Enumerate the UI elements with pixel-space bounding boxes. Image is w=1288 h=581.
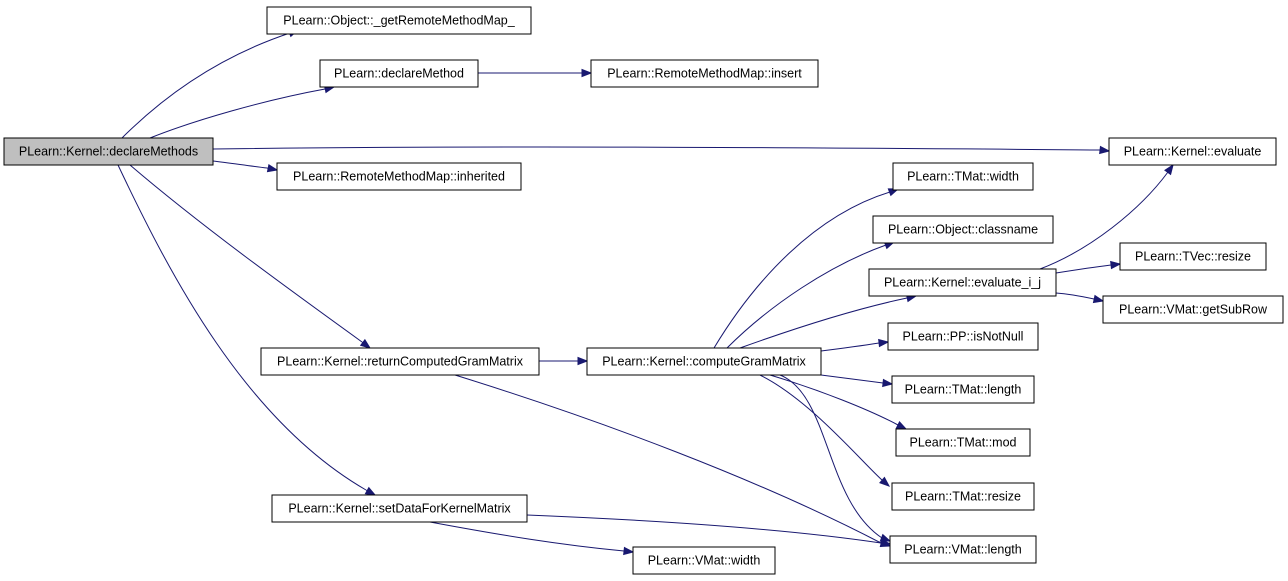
arrowhead [623, 546, 635, 556]
node-label: PLearn::Kernel::evaluate_i_j [884, 276, 1041, 290]
node-label: PLearn::Kernel::computeGramMatrix [602, 355, 806, 369]
edge-declareMethods-to-rmmInherited [212, 160, 279, 173]
edge-line [759, 374, 883, 481]
edge-tail [365, 489, 368, 492]
edge-line [121, 32, 291, 139]
node-return-computed-gram-matrix[interactable]: PLearn::Kernel::returnComputedGramMatrix [260, 347, 540, 376]
node-tmat-resize[interactable]: PLearn::TMat::resize [891, 482, 1035, 511]
edge-line [1039, 171, 1169, 270]
node-remote-method-map-inherited[interactable]: PLearn::RemoteMethodMap::inherited [276, 162, 522, 191]
edge-setDataForKernelMatrix-to-vmatLength [526, 514, 892, 548]
arrowhead [1110, 260, 1122, 270]
edge-line [779, 374, 883, 539]
node-label: PLearn::TMat::width [907, 170, 1019, 184]
edge-computeGramMatrix-to-tmatWidth [713, 188, 900, 349]
edge-declareMethods-to-declareMethod [149, 84, 336, 139]
arrowhead [359, 338, 372, 349]
node-tmat-width[interactable]: PLearn::TMat::width [892, 162, 1034, 191]
edge-line [212, 160, 268, 169]
edge-line [713, 191, 891, 349]
node-label: PLearn::PP::isNotNull [903, 330, 1024, 344]
arrowhead [364, 486, 377, 496]
node-vmat-width[interactable]: PLearn::VMat::width [632, 546, 776, 575]
node-label: PLearn::Kernel::returnComputedGramMatrix [277, 355, 524, 369]
node-pp-is-not-null[interactable]: PLearn::PP::isNotNull [887, 322, 1039, 351]
arrowhead [1164, 163, 1174, 176]
node-vmat-length[interactable]: PLearn::VMat::length [889, 535, 1037, 564]
arrowhead [878, 338, 890, 348]
node-vmat-get-sub-row[interactable]: PLearn::VMat::getSubRow [1102, 295, 1284, 324]
node-label: PLearn::VMat::getSubRow [1119, 303, 1268, 317]
edge-line [117, 164, 367, 491]
edge-evaluateIJ-to-kernelEvaluate [1039, 163, 1174, 270]
edge-line [454, 374, 882, 544]
edge-line [726, 244, 887, 349]
node-declare-methods[interactable]: PLearn::Kernel::declareMethods [3, 137, 214, 166]
arrowhead [882, 378, 894, 388]
node-get-remote-method-map[interactable]: PLearn::Object::_getRemoteMethodMap_ [266, 6, 532, 35]
arrowhead [266, 163, 279, 173]
edge-returnComputedGramMatrix-to-computeGramMatrix [539, 356, 589, 366]
edge-line [769, 374, 899, 426]
node-label: PLearn::Object::classname [888, 223, 1038, 237]
node-declare-method[interactable]: PLearn::declareMethod [319, 59, 479, 88]
edge-computeGramMatrix-to-vmatLength [779, 374, 892, 542]
node-label: PLearn::TVec::resize [1135, 250, 1251, 264]
edge-declareMethods-to-kernelEvaluate [212, 145, 1111, 155]
edge-line [739, 297, 908, 349]
node-label: PLearn::Object::_getRemoteMethodMap_ [283, 14, 515, 28]
node-tmat-mod[interactable]: PLearn::TMat::mod [895, 428, 1031, 457]
edge-declareMethod-to-rmmInsert [478, 68, 593, 78]
node-label: PLearn::Kernel::setDataForKernelMatrix [288, 502, 511, 516]
node-label: PLearn::VMat::width [648, 554, 761, 568]
node-tmat-length[interactable]: PLearn::TMat::length [891, 375, 1035, 404]
node-set-data-for-kernel-matrix[interactable]: PLearn::Kernel::setDataForKernelMatrix [271, 494, 528, 523]
edge-evaluateIJ-to-vmatGetSubRow [1055, 292, 1105, 304]
edge-computeGramMatrix-to-tmatLength [820, 374, 894, 388]
node-evaluate-i-j[interactable]: PLearn::Kernel::evaluate_i_j [868, 268, 1057, 297]
node-label: PLearn::TMat::resize [905, 490, 1021, 504]
edge-line [820, 374, 884, 384]
edge-line [429, 521, 625, 552]
node-object-classname[interactable]: PLearn::Object::classname [872, 215, 1054, 244]
edge-line [212, 146, 1101, 151]
edge-line [1055, 292, 1095, 300]
node-label: PLearn::RemoteMethodMap::insert [607, 67, 802, 81]
node-label: PLearn::VMat::length [904, 543, 1021, 557]
edge-computeGramMatrix-to-ppIsNotNull [820, 338, 890, 352]
edge-line [526, 514, 882, 544]
node-label: PLearn::Kernel::evaluate [1124, 145, 1262, 159]
edge-setDataForKernelMatrix-to-vmatWidth [429, 521, 635, 556]
node-label: PLearn::declareMethod [334, 67, 464, 81]
edge-declareMethods-to-setDataForKernelMatrix [117, 164, 377, 496]
call-edges [117, 29, 1174, 556]
edge-evaluateIJ-to-tvecResize [1055, 260, 1122, 274]
node-label: PLearn::TMat::mod [910, 436, 1017, 450]
node-label: PLearn::Kernel::declareMethods [19, 145, 198, 159]
edge-declareMethods-to-getRemoteMethodMap [121, 29, 300, 139]
edge-line [1055, 264, 1112, 274]
edge-computeGramMatrix-to-tmatResize [759, 374, 891, 487]
node-label: PLearn::RemoteMethodMap::inherited [293, 170, 505, 184]
edge-declareMethods-to-returnComputedGramMatrix [129, 164, 372, 349]
edge-line [820, 342, 880, 352]
arrowhead [895, 420, 908, 430]
node-compute-gram-matrix[interactable]: PLearn::Kernel::computeGramMatrix [586, 347, 822, 376]
arrowhead [581, 68, 593, 78]
arrowhead [1099, 145, 1111, 155]
edge-line [149, 88, 326, 139]
arrowhead [577, 356, 589, 366]
edge-line [129, 164, 363, 343]
node-remote-method-map-insert[interactable]: PLearn::RemoteMethodMap::insert [590, 59, 819, 88]
node-kernel-evaluate[interactable]: PLearn::Kernel::evaluate [1108, 137, 1277, 166]
call-nodes: PLearn::Kernel::declareMethods PLearn::O… [3, 6, 1284, 575]
node-label: PLearn::TMat::length [905, 383, 1022, 397]
edge-tail [361, 341, 364, 344]
node-tvec-resize[interactable]: PLearn::TVec::resize [1119, 242, 1267, 271]
arrowhead [1092, 294, 1105, 304]
